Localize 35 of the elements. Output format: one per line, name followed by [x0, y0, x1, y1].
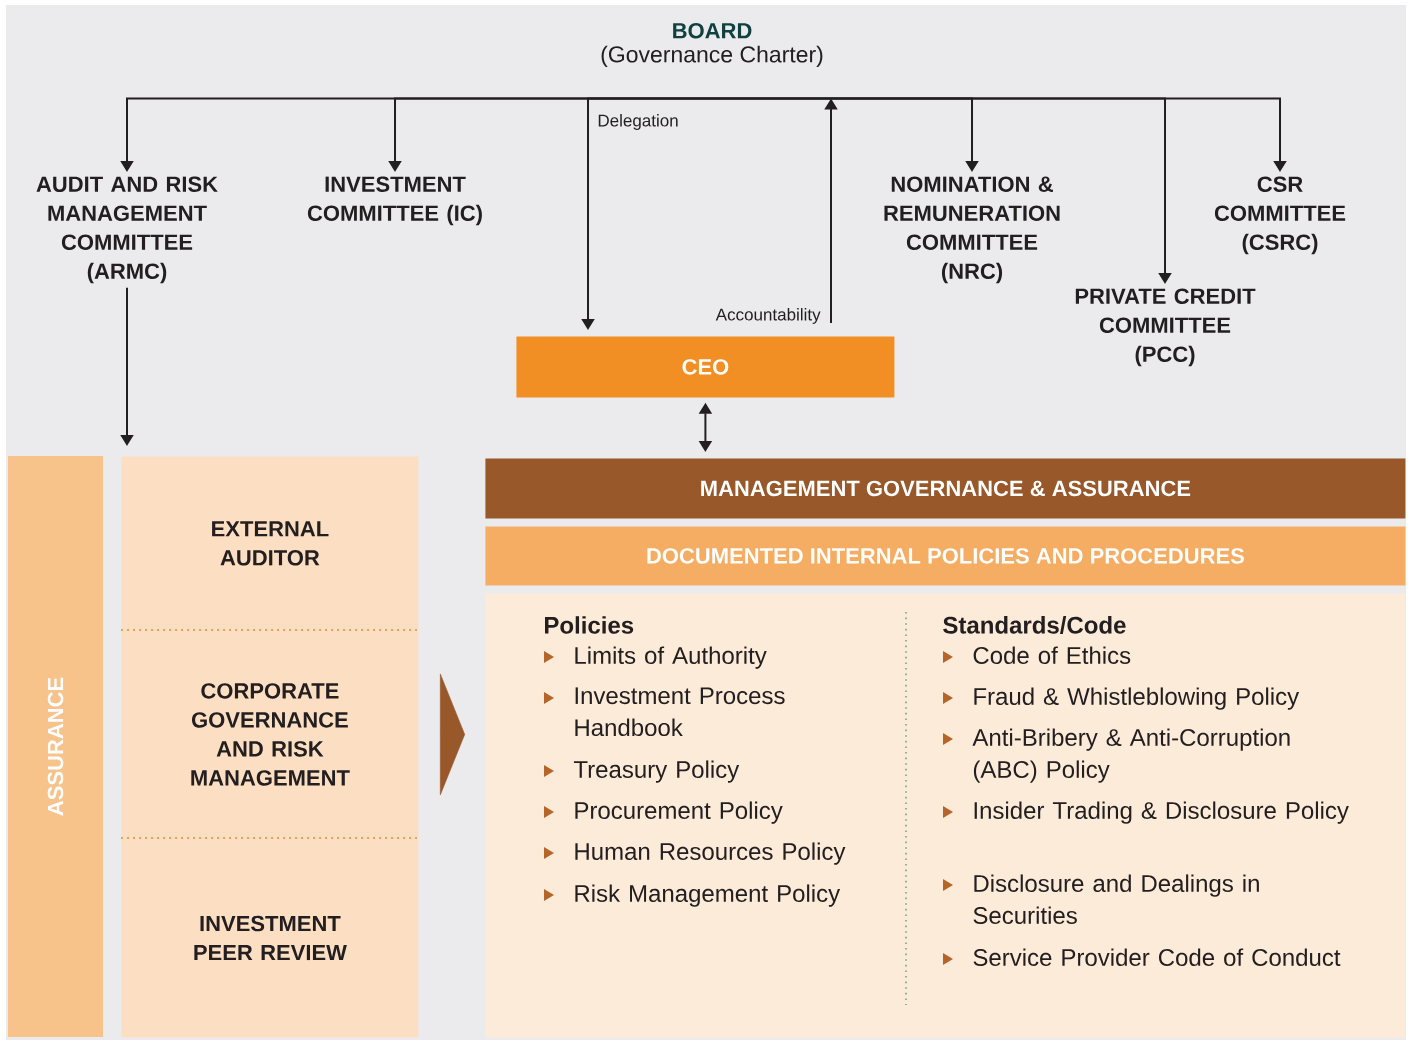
list-item: Anti-Bribery & Anti-Corruption (ABC) Policy	[943, 728, 1290, 783]
edge-label: Delegation	[595, 112, 681, 132]
policy-panel	[485, 593, 1406, 1038]
committee-label: NOMINATION & REMUNERATION COMMITTEE (NRC)	[884, 176, 1060, 284]
committee-label: AUDIT AND RISK MANAGEMENT COMMITTEE (ARMC)	[36, 176, 218, 284]
edge-label: Accountability	[713, 306, 823, 326]
list-item: Human Resources Policy	[544, 842, 846, 865]
list-item: Investment Process Handbook	[544, 687, 785, 737]
assurance-band: ASSURANCE	[8, 456, 103, 1037]
list-heading: Policies	[545, 616, 634, 634]
heading: BOARD (Governance Charter)	[601, 22, 823, 68]
list-item: Treasury Policy	[544, 760, 740, 783]
assurance-cell: EXTERNAL AUDITOR	[121, 456, 419, 631]
list-heading: Standards/Code	[943, 616, 1126, 634]
chevron-arrow	[439, 673, 465, 796]
list-item: Code of Ethics	[943, 646, 1131, 664]
node-label: CORPORATE GOVERNANCE AND RISK MANAGEMENT	[191, 683, 350, 786]
ceo-box: CEO	[516, 336, 895, 398]
node-label: INVESTMENT PEER REVIEW	[194, 915, 347, 961]
list-item: Procurement Policy	[544, 801, 783, 824]
committee-label: CSR COMMITTEE (CSRC)	[1214, 176, 1346, 255]
committee-label: PRIVATE CREDIT COMMITTEE (PCC)	[1075, 288, 1256, 367]
list-item: Service Provider Code of Conduct	[943, 948, 1341, 966]
banner-bar: MANAGEMENT GOVERNANCE & ASSURANCE	[485, 458, 1406, 519]
list-item: Risk Management Policy	[544, 884, 841, 907]
assurance-cell: CORPORATE GOVERNANCE AND RISK MANAGEMENT	[121, 630, 419, 839]
list-item: Limits of Authority	[544, 646, 767, 669]
banner-bar: DOCUMENTED INTERNAL POLICIES AND PROCEDURES	[485, 526, 1406, 586]
list-item: Fraud & Whistleblowing Policy	[943, 687, 1300, 710]
list-item: Disclosure and Dealings in Securities	[943, 874, 1259, 924]
node-label: EXTERNAL AUDITOR	[212, 521, 329, 566]
list-item: Insider Trading & Disclosure Policy	[943, 801, 1349, 824]
assurance-cell: INVESTMENT PEER REVIEW	[121, 838, 419, 1038]
committee-label: INVESTMENT COMMITTEE (IC)	[307, 176, 482, 226]
arrow	[711, 97, 1172, 284]
